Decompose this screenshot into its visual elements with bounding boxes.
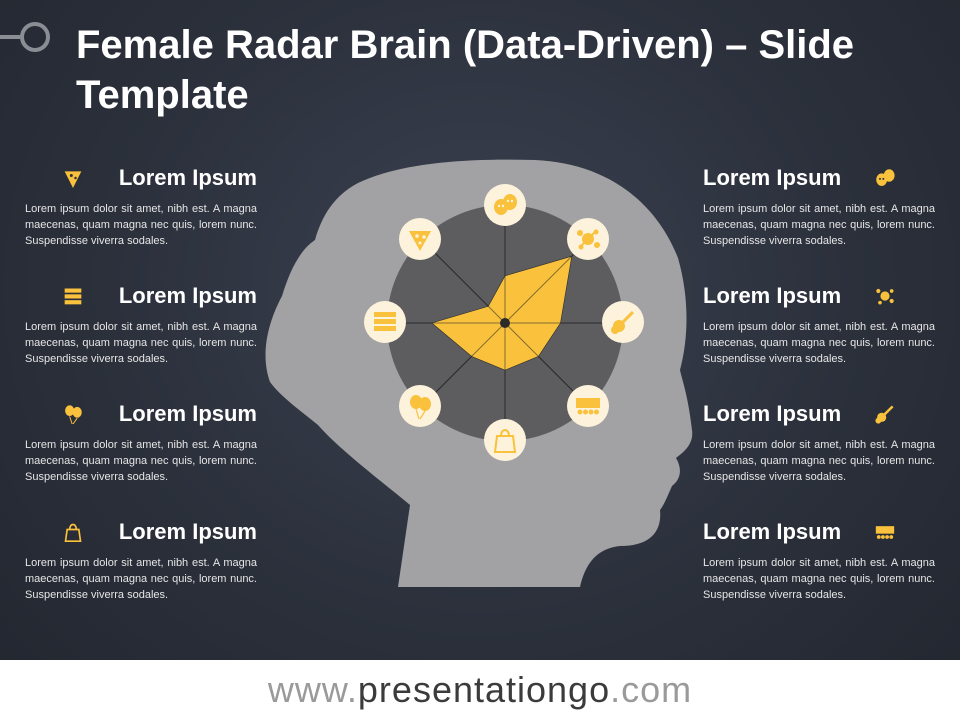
balloons-icon — [410, 395, 431, 420]
radar-node-cinema — [567, 385, 609, 427]
item-books: Lorem Ipsum Lorem ipsum dolor sit amet, … — [25, 281, 257, 367]
books-icon — [374, 312, 396, 331]
radar-center-dot — [500, 318, 510, 328]
radar-node-balloons — [399, 385, 441, 427]
pizza-icon — [409, 231, 431, 251]
radar-node-guitar — [602, 301, 644, 343]
paint-splash-icon — [876, 288, 894, 305]
radar-node-books — [364, 301, 406, 343]
footer-prefix: www. — [267, 669, 358, 710]
item-shopping: Lorem Ipsum Lorem ipsum dolor sit amet, … — [25, 517, 257, 603]
item-heading: Lorem Ipsum — [703, 165, 842, 190]
guitar-icon — [875, 405, 894, 424]
item-heading: Lorem Ipsum — [118, 165, 257, 190]
radar-node-theater — [484, 184, 526, 226]
paint-splash-icon — [577, 229, 600, 250]
footer-domain: presentationgo — [357, 669, 611, 710]
footer-url[interactable]: www.presentationgo.com — [0, 660, 960, 720]
theater-masks-icon — [494, 194, 517, 215]
pizza-icon — [64, 171, 82, 188]
radar-node-paint — [567, 218, 609, 260]
item-text: Lorem ipsum dolor sit amet, nibh est. A … — [25, 439, 257, 483]
cinema-icon — [576, 398, 600, 415]
radar-node-pizza — [399, 218, 441, 260]
item-text: Lorem ipsum dolor sit amet, nibh est. A … — [703, 203, 935, 247]
item-text: Lorem ipsum dolor sit amet, nibh est. A … — [703, 439, 935, 483]
item-paint: Lorem Ipsum Lorem ipsum dolor sit amet, … — [703, 281, 935, 367]
slide-title: Female Radar Brain (Data-Driven) – Slide… — [76, 23, 855, 117]
item-text: Lorem ipsum dolor sit amet, nibh est. A … — [25, 321, 257, 365]
shopping-bag-icon — [493, 429, 517, 453]
item-guitar: Lorem Ipsum Lorem ipsum dolor sit amet, … — [703, 399, 935, 485]
guitar-icon — [611, 311, 634, 334]
head-radar-illustration — [265, 159, 693, 587]
item-text: Lorem ipsum dolor sit amet, nibh est. A … — [703, 321, 935, 365]
item-heading: Lorem Ipsum — [703, 401, 842, 426]
item-heading: Lorem Ipsum — [118, 401, 257, 426]
cinema-icon — [875, 526, 895, 539]
item-heading: Lorem Ipsum — [118, 519, 257, 544]
item-balloons: Lorem Ipsum Lorem ipsum dolor sit amet, … — [25, 399, 257, 485]
title-decoration-line — [0, 35, 24, 39]
theater-masks-icon — [876, 169, 895, 186]
shopping-bag-icon — [64, 523, 82, 542]
title-decoration-ring — [20, 22, 50, 52]
item-text: Lorem ipsum dolor sit amet, nibh est. A … — [25, 203, 257, 247]
books-icon — [64, 288, 82, 305]
item-pizza: Lorem Ipsum Lorem ipsum dolor sit amet, … — [25, 163, 257, 249]
item-theater: Lorem Ipsum Lorem ipsum dolor sit amet, … — [703, 163, 935, 249]
footer-suffix: .com — [610, 669, 693, 710]
radar-node-shopping — [484, 419, 526, 461]
item-cinema: Lorem Ipsum Lorem ipsum dolor sit amet, … — [703, 517, 935, 603]
item-heading: Lorem Ipsum — [703, 283, 842, 308]
radar-spoke-pizza — [421, 239, 506, 324]
item-text: Lorem ipsum dolor sit amet, nibh est. A … — [703, 557, 935, 601]
item-heading: Lorem Ipsum — [118, 283, 257, 308]
balloons-icon — [65, 405, 82, 424]
item-text: Lorem ipsum dolor sit amet, nibh est. A … — [25, 557, 257, 601]
item-heading: Lorem Ipsum — [703, 519, 842, 544]
